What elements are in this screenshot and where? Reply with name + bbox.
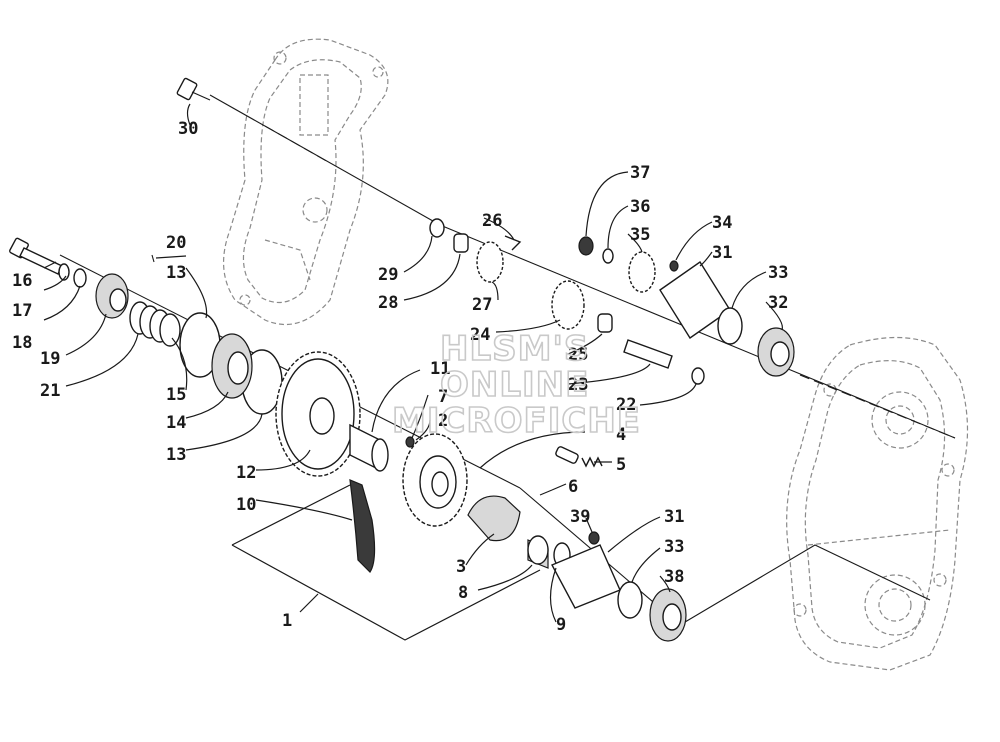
label-17: 17 xyxy=(12,301,32,321)
gear-large xyxy=(402,433,468,527)
label-13-upper: 13 xyxy=(166,263,186,283)
label-25: 25 xyxy=(568,345,588,365)
pin-20 xyxy=(151,254,155,263)
label-1: 1 xyxy=(282,611,292,631)
gear-24 xyxy=(551,280,585,330)
parts xyxy=(9,77,795,642)
cam-3 xyxy=(467,495,521,542)
label-19: 19 xyxy=(40,349,60,369)
label-13-lower: 13 xyxy=(166,445,186,465)
label-7: 7 xyxy=(438,387,448,407)
sprocket-12 xyxy=(275,351,361,477)
gear-35 xyxy=(628,251,656,293)
watermark-line-3: MICROFICHE xyxy=(392,401,641,441)
watermark-line-2: ONLINE xyxy=(440,365,589,405)
label-27: 27 xyxy=(472,295,492,315)
assembly-1-bracket xyxy=(231,484,541,641)
nut-7 xyxy=(405,436,415,448)
label-3: 3 xyxy=(456,557,466,577)
label-4: 4 xyxy=(616,425,626,445)
watermark: HLSM'S ONLINE MICROFICHE xyxy=(391,328,641,442)
bearing-8 xyxy=(527,535,549,569)
spring-21 xyxy=(129,301,181,347)
washer-17 xyxy=(58,263,70,281)
part-labels: 30 16 17 18 19 21 20 13 15 14 13 12 10 1… xyxy=(12,119,788,635)
label-11: 11 xyxy=(430,359,450,379)
bushing-25 xyxy=(597,313,613,333)
label-26: 26 xyxy=(482,211,502,231)
chaincase-housing-left-ghost xyxy=(222,38,389,326)
label-5: 5 xyxy=(616,455,626,475)
label-31-upper: 31 xyxy=(712,243,732,263)
washer-36 xyxy=(602,248,614,264)
chaincase-housing-right-ghost xyxy=(786,336,969,671)
washer-29 xyxy=(429,218,445,238)
bolt-30 xyxy=(176,77,211,101)
label-28: 28 xyxy=(378,293,398,313)
label-23: 23 xyxy=(568,375,588,395)
chain-10 xyxy=(349,479,376,573)
label-31-lower: 31 xyxy=(664,507,684,527)
label-20: 20 xyxy=(166,233,186,253)
label-12: 12 xyxy=(236,463,256,483)
clip-26 xyxy=(504,235,522,251)
nut-34 xyxy=(669,260,679,272)
plunger-4 xyxy=(555,446,579,464)
label-22: 22 xyxy=(616,395,636,415)
washer-22 xyxy=(691,367,705,385)
label-14: 14 xyxy=(166,413,186,433)
label-36: 36 xyxy=(630,197,650,217)
nut-37 xyxy=(578,236,594,256)
label-35: 35 xyxy=(630,225,650,245)
hub-11 xyxy=(349,423,389,472)
label-38: 38 xyxy=(664,567,684,587)
bearing-32 xyxy=(757,327,795,377)
seal-33-lower xyxy=(617,581,643,619)
label-29: 29 xyxy=(378,265,398,285)
label-10: 10 xyxy=(236,495,256,515)
label-37: 37 xyxy=(630,163,650,183)
cap-19 xyxy=(95,273,129,319)
label-33-upper: 33 xyxy=(768,263,788,283)
pin-6 xyxy=(539,489,553,496)
bearing-38 xyxy=(649,588,687,642)
shaft-23 xyxy=(623,339,673,369)
label-6: 6 xyxy=(568,477,578,497)
nut-39 xyxy=(588,531,600,545)
spring-5 xyxy=(581,456,603,468)
label-8: 8 xyxy=(458,583,468,603)
label-15: 15 xyxy=(166,385,186,405)
bolt-16 xyxy=(9,237,63,275)
label-24: 24 xyxy=(470,325,490,345)
label-16: 16 xyxy=(12,271,32,291)
label-9: 9 xyxy=(556,615,566,635)
label-30: 30 xyxy=(178,119,198,139)
seal-33-upper xyxy=(717,307,743,345)
label-18: 18 xyxy=(12,333,32,353)
label-32: 32 xyxy=(768,293,788,313)
bearing-14 xyxy=(211,333,253,399)
gear-27 xyxy=(476,241,504,283)
label-39: 39 xyxy=(570,507,590,527)
label-34: 34 xyxy=(712,213,732,233)
label-21: 21 xyxy=(40,381,60,401)
washer-18 xyxy=(73,268,87,288)
label-33-lower: 33 xyxy=(664,537,684,557)
bushing-28 xyxy=(453,233,469,253)
leader-lines xyxy=(43,103,784,623)
watermark-line-1: HLSM'S xyxy=(440,329,589,369)
label-2: 2 xyxy=(438,411,448,431)
